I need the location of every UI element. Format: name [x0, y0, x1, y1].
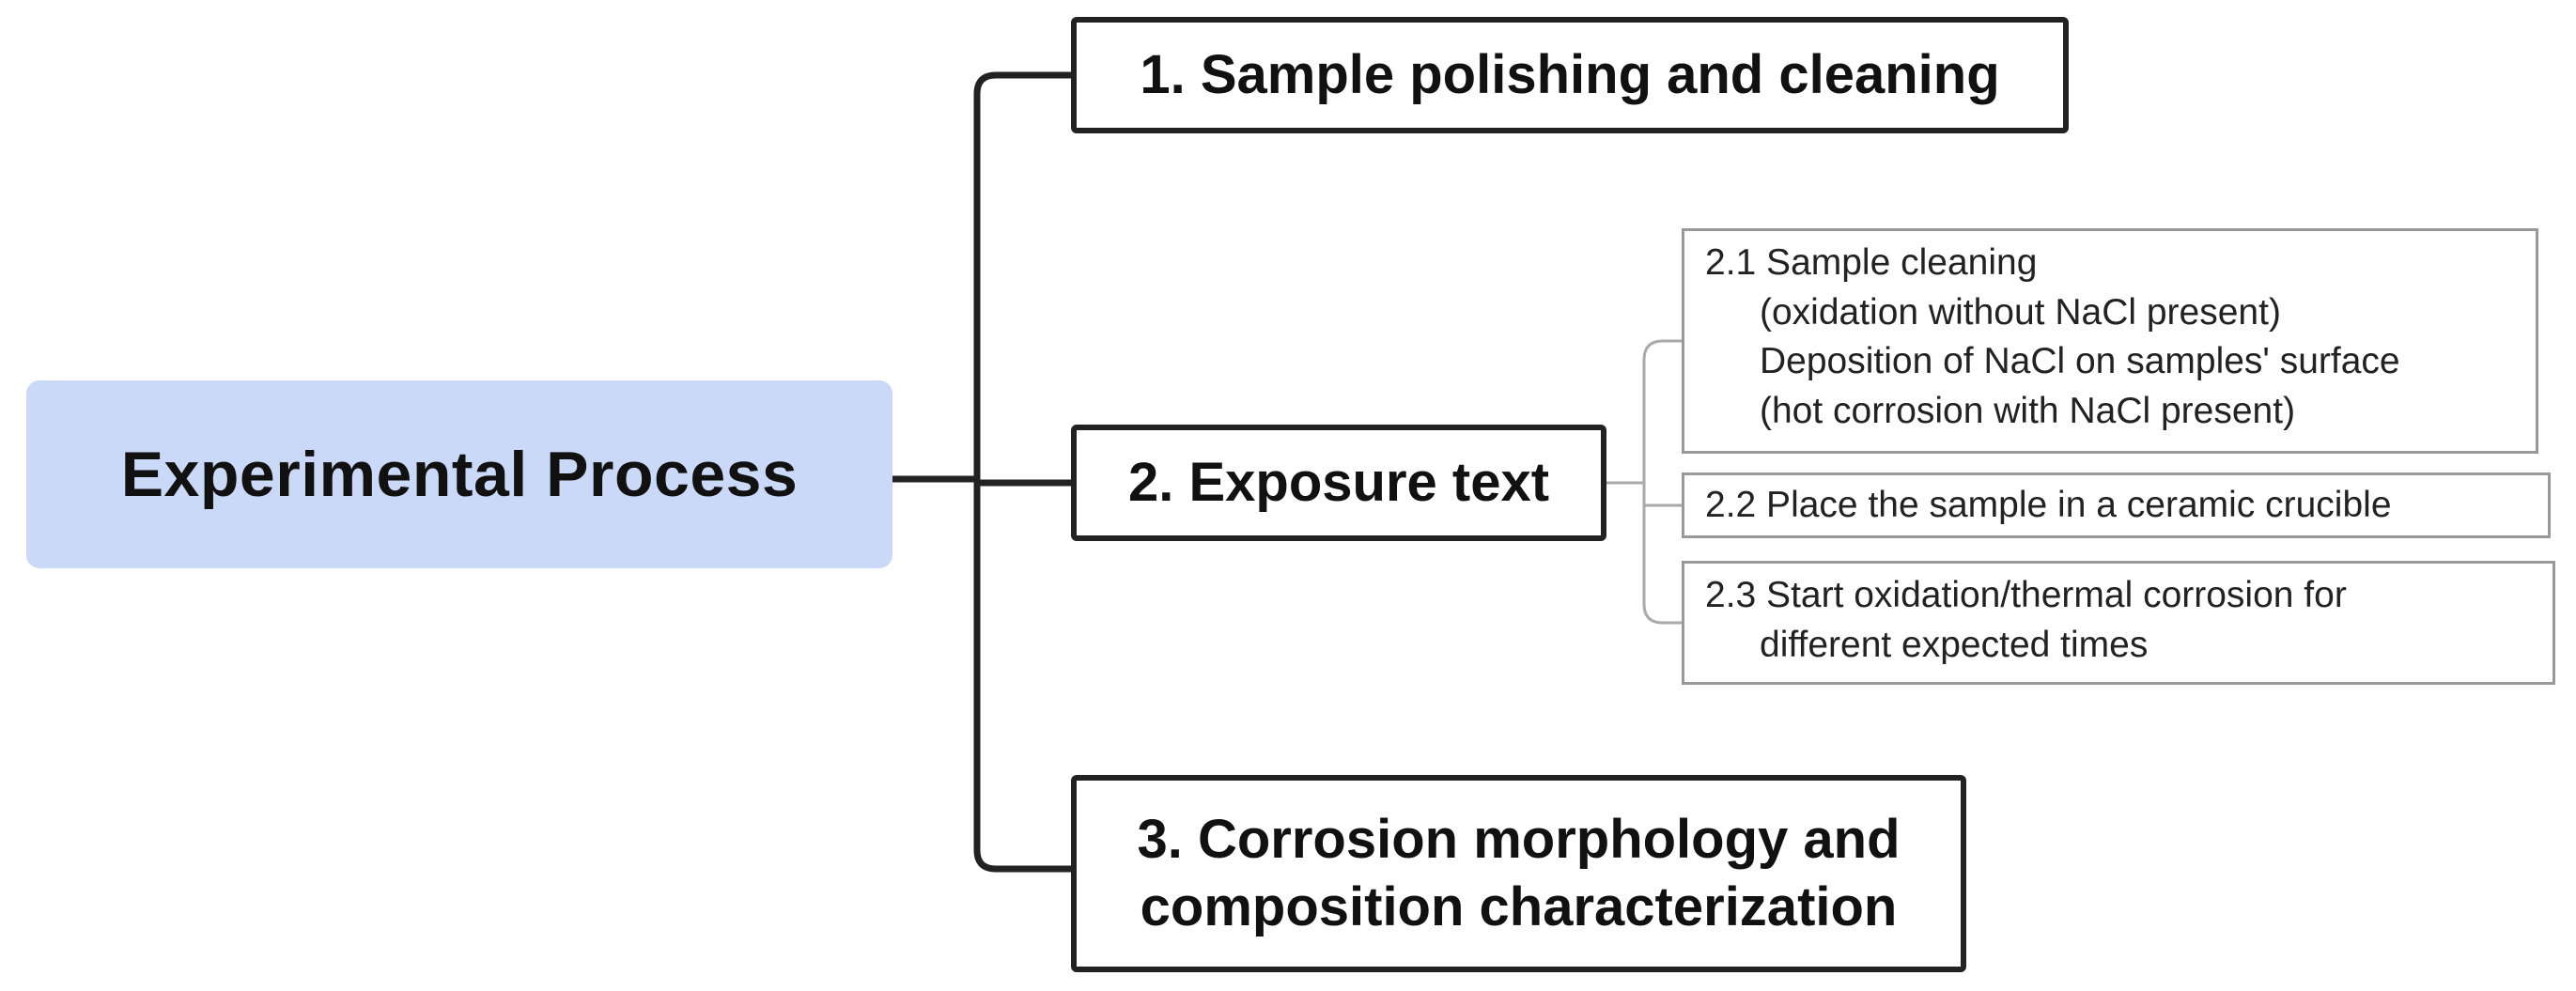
step-2-label: 2. Exposure text — [1127, 451, 1550, 513]
step-3-label-line2: composition characterization — [1140, 876, 1898, 937]
substep-2-1-node: 2.1 Sample cleaning (oxidation without N… — [1682, 228, 2538, 454]
connector-sub-trunk — [1642, 339, 1682, 625]
root-node: Experimental Process — [26, 380, 892, 568]
substep-2-3-node: 2.3 Start oxidation/thermal corrosion fo… — [1682, 561, 2555, 685]
substep-2-3-line1: 2.3 Start oxidation/thermal corrosion fo… — [1705, 575, 2347, 615]
substep-2-1-line3: Deposition of NaCl on samples' surface — [1760, 341, 2400, 382]
substep-2-3-line2: different expected times — [1760, 624, 2149, 665]
substep-2-1-line2: (oxidation without NaCl present) — [1760, 291, 2281, 333]
substep-2-1-line1: 2.1 Sample cleaning — [1705, 242, 2038, 283]
substep-2-1-line4: (hot corrosion with NaCl present) — [1760, 390, 2296, 431]
step-3-label-line1: 3. Corrosion morphology and — [1137, 808, 1901, 870]
connector-trunk — [973, 71, 1071, 873]
substep-2-2-line1: 2.2 Place the sample in a ceramic crucib… — [1705, 484, 2392, 525]
step-3-node: 3. Corrosion morphology and composition … — [1071, 775, 1966, 972]
root-label: Experimental Process — [120, 439, 799, 510]
step-1-node: 1. Sample polishing and cleaning — [1071, 17, 2069, 133]
substep-2-2-node: 2.2 Place the sample in a ceramic crucib… — [1682, 472, 2551, 538]
step-1-label: 1. Sample polishing and cleaning — [1140, 43, 2000, 105]
step-2-node: 2. Exposure text — [1071, 425, 1606, 541]
